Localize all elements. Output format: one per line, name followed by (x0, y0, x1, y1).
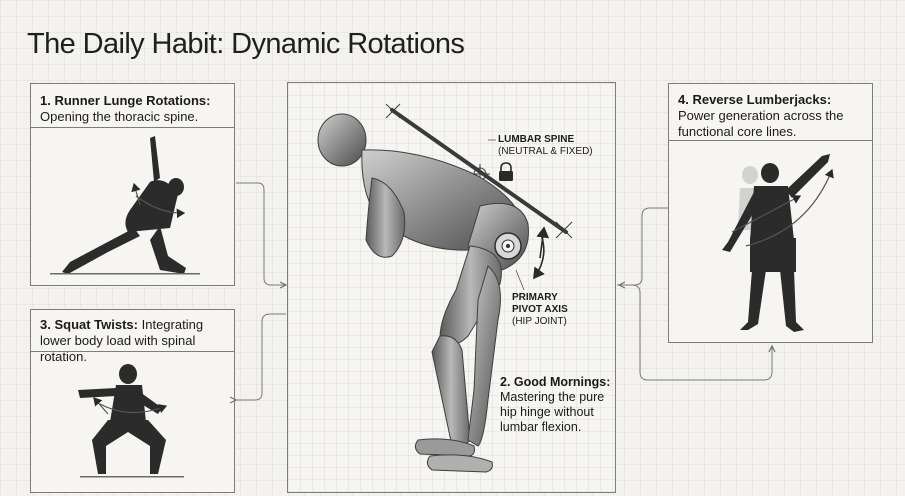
lumbar-spine-label: LUMBAR SPINE (NEUTRAL & FIXED) (498, 134, 593, 158)
good-mornings-text: Mastering the pure hip hinge without lum… (500, 390, 605, 434)
lock-icon (499, 162, 513, 181)
rotation-arrow-icon (135, 195, 186, 219)
good-mornings-caption: 2. Good Mornings: Mastering the pure hip… (500, 375, 615, 435)
rotation-arrow-icon (93, 397, 109, 415)
lumbar-spine-title: LUMBAR SPINE (498, 134, 575, 145)
runner-lunge-heading: 1. Runner Lunge Rotations: (40, 93, 211, 108)
runner-lunge-divider (30, 127, 235, 128)
good-morning-figure (317, 103, 573, 473)
runner-lunge-text: Opening the thoracic spine. (40, 109, 199, 124)
reverse-lumberjack-figure (722, 154, 830, 332)
rotation-arrow-icon (745, 168, 834, 247)
pivot-axis-icon (494, 232, 522, 260)
pivot-axis-label: PRIMARY PIVOT AXIS (HIP JOINT) (512, 292, 568, 328)
pivot-axis-line1: PRIMARY (512, 292, 558, 303)
runner-lunge-caption: 1. Runner Lunge Rotations: Opening the t… (40, 93, 230, 125)
good-mornings-heading: 2. Good Mornings: (500, 375, 611, 389)
connector-arrow-icon (617, 284, 772, 381)
rotation-arrow-icon (131, 182, 141, 206)
rotation-arrow-icon (731, 195, 802, 233)
connector-arrow-icon (236, 182, 286, 285)
connector-arrow-icon (236, 313, 286, 400)
reverse-lumberjacks-heading: 4. Reverse Lumberjacks: (678, 92, 832, 107)
pivot-axis-sub: (HIP JOINT) (512, 316, 567, 327)
squat-twist-figure (78, 364, 184, 478)
connector-arrow-icon (619, 207, 668, 285)
rotation-arrow-icon (536, 226, 550, 259)
reverse-lumberjacks-text: Power generation across the functional c… (678, 108, 844, 139)
lumbar-spine-sub: (NEUTRAL & FIXED) (498, 146, 593, 157)
pivot-axis-line2: PIVOT AXIS (512, 304, 568, 315)
page-title: The Daily Habit: Dynamic Rotations (27, 28, 465, 60)
reverse-lumberjacks-divider (668, 140, 873, 141)
squat-twists-divider (30, 351, 235, 352)
squat-twists-heading: 3. Squat Twists: (40, 317, 138, 332)
rotation-arrow-icon (99, 403, 168, 414)
squat-twists-caption: 3. Squat Twists: Integrating lower body … (40, 317, 230, 365)
squat-twists-text: Integrating lower body load with spinal … (40, 317, 204, 364)
reverse-lumberjacks-caption: 4. Reverse Lumberjacks: Power generation… (678, 92, 870, 140)
runner-lunge-figure (50, 136, 200, 275)
